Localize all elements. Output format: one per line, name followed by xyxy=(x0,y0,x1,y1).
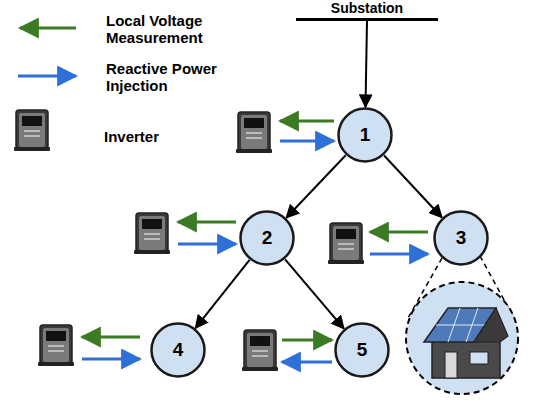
bus-node-circle: 5 xyxy=(334,322,390,378)
feeder-line xyxy=(384,155,442,217)
node-number: 3 xyxy=(433,227,489,249)
reactive-arrow xyxy=(280,140,334,143)
voltage-arrow xyxy=(82,336,140,339)
bus-node-circle: 4 xyxy=(150,322,206,378)
node-number: 2 xyxy=(239,227,295,249)
bus-node-circle: 3 xyxy=(433,210,489,266)
legend-label: Inverter xyxy=(104,128,236,145)
substation-bus: Substation xyxy=(296,0,438,21)
feeder-line xyxy=(286,155,345,217)
bus-node-circle: 2 xyxy=(239,210,295,266)
reactive-arrow xyxy=(282,361,332,364)
house-icon xyxy=(424,308,508,378)
inverter-icon xyxy=(38,325,74,366)
inverter-icon xyxy=(134,213,170,254)
legend-label: Reactive Power Injection xyxy=(106,60,238,94)
voltage-arrow xyxy=(178,221,236,224)
substation-label: Substation xyxy=(296,0,438,16)
node-number: 4 xyxy=(150,339,206,361)
legend-voltage-arrow xyxy=(20,27,76,30)
inverter-icon xyxy=(242,330,278,371)
reactive-arrow xyxy=(370,253,428,256)
node-number: 1 xyxy=(337,124,393,146)
feeder-line xyxy=(285,259,344,328)
voltage-arrow xyxy=(370,231,428,234)
node-number: 5 xyxy=(334,339,390,361)
reactive-arrow xyxy=(82,358,140,361)
reactive-arrow xyxy=(178,243,236,246)
inverter-icon xyxy=(328,223,364,264)
feeder-line xyxy=(365,21,367,107)
inverter-icon xyxy=(236,112,272,153)
feeder-line xyxy=(195,260,249,328)
voltage-arrow xyxy=(280,120,334,123)
legend-reactive-arrow xyxy=(18,75,76,78)
house-callout-circle xyxy=(406,282,518,394)
legend-inverter-icon xyxy=(14,110,50,151)
legend-label: Local Voltage Measurement xyxy=(106,12,238,46)
bus-node-circle: 1 xyxy=(337,107,393,163)
voltage-arrow xyxy=(282,339,332,342)
